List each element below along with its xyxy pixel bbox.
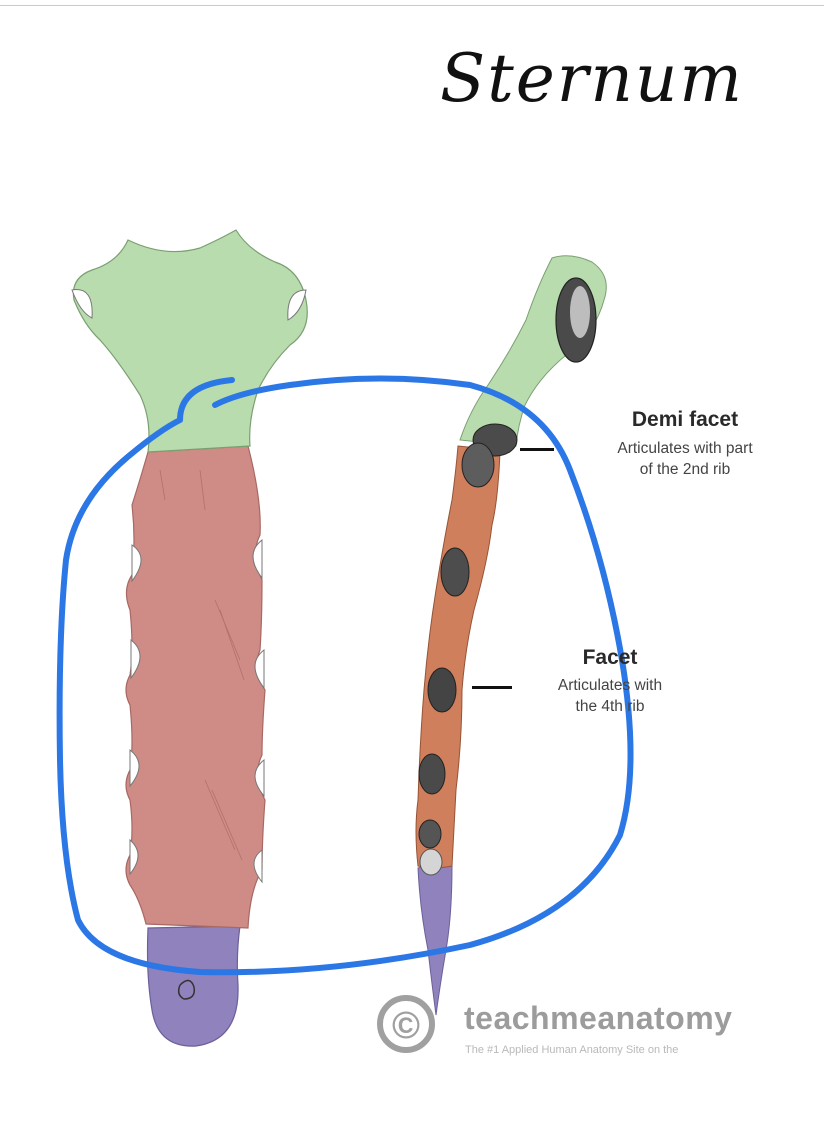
top-divider	[0, 5, 824, 6]
facet-line-1: Articulates with	[557, 677, 663, 694]
copyright-symbol: ©	[392, 1005, 420, 1047]
copyright-icon: ©	[377, 995, 435, 1053]
demi-facet-description: Articulates with part of the 2nd rib	[570, 438, 800, 480]
watermark-tagline: The #1 Applied Human Anatomy Site on the	[465, 1044, 679, 1056]
lateral-body	[415, 445, 501, 869]
handwritten-title: Sternum	[440, 40, 744, 117]
anterior-view	[71, 229, 308, 1047]
watermark-name: teachmeanatomy	[464, 1000, 733, 1036]
sternal-body	[125, 445, 266, 929]
facet-title: Facet	[582, 646, 638, 669]
facet-line-2: the 4th rib	[575, 698, 645, 715]
demi-facet-line-2: of the 2nd rib	[639, 461, 731, 478]
demi-facet-leader-line	[520, 448, 554, 451]
demi-facet-title: Demi facet	[631, 408, 739, 431]
lateral-facets	[418, 277, 597, 876]
demi-facet-line-1: Articulates with part	[617, 440, 753, 457]
lateral-view	[415, 255, 607, 1016]
handwritten-circle	[56, 375, 634, 976]
lateral-xiphoid	[417, 863, 453, 1016]
facet-description: Articulates with the 4th rib	[520, 675, 700, 717]
facet-leader-line	[472, 686, 512, 689]
manubrium	[72, 229, 308, 453]
